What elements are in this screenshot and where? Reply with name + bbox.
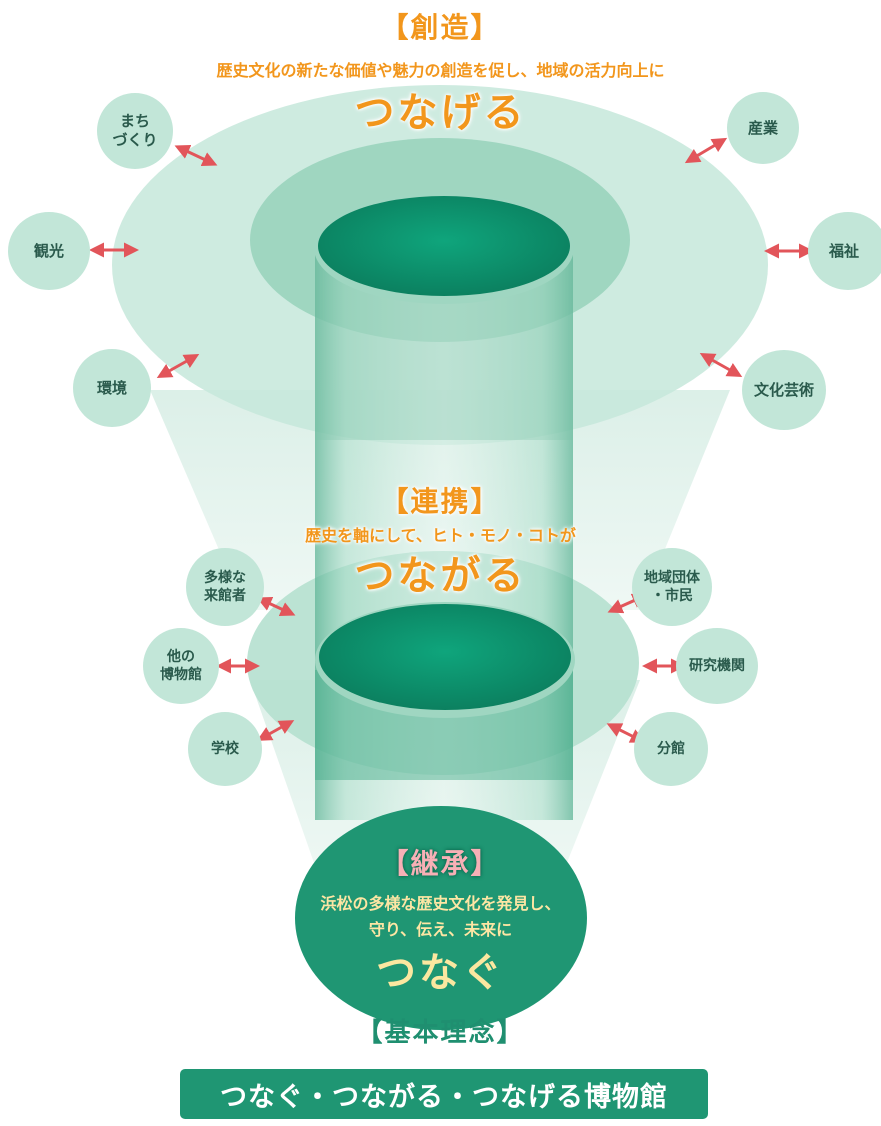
arrow-sangyo — [684, 137, 728, 164]
bottom-base — [295, 806, 587, 1030]
node-chiiki-dantai-label: 地域団体 ・市民 — [644, 570, 700, 604]
arrow-machizukuri — [174, 145, 218, 166]
arrow-gakko — [256, 720, 295, 741]
keishou-verb: つなぐ — [376, 950, 505, 996]
souzou-verb: つなげる — [354, 90, 527, 136]
node-bunkan-label: 分館 — [657, 741, 685, 757]
node-kankyo: 環境 — [73, 349, 151, 427]
top-cap — [318, 196, 570, 296]
keishou-title: 【継承】 — [380, 847, 501, 880]
node-raikansha-label: 多様な 来館者 — [204, 570, 246, 604]
node-kanko: 観光 — [8, 212, 90, 290]
node-hakubutsukan-label: 他の 博物館 — [160, 649, 202, 683]
node-sangyo: 産業 — [727, 92, 799, 164]
renkei-desc: 歴史を軸にして、ヒト・モノ・コトが — [305, 526, 576, 545]
footer-label: 【基本理念】 — [356, 1018, 525, 1048]
node-machizukuri-label: まち づくり — [112, 112, 158, 149]
node-bunka-geijutsu: 文化芸術 — [742, 350, 826, 430]
node-kenkyu-kikan: 研究機関 — [676, 628, 758, 704]
node-kanko-label: 観光 — [33, 241, 64, 260]
node-hakubutsukan: 他の 博物館 — [143, 628, 219, 704]
node-kenkyu-kikan-label: 研究機関 — [689, 658, 745, 674]
node-fukushi-label: 福祉 — [828, 241, 859, 260]
node-kankyo-label: 環境 — [96, 378, 127, 397]
middle-cap — [319, 604, 571, 710]
souzou-desc: 歴史文化の新たな価値や魅力の創造を促し、地域の活力向上に — [216, 61, 665, 80]
node-gakko: 学校 — [188, 712, 262, 786]
concept-banner: つなぐ・つながる・つなげる博物館 — [180, 1069, 708, 1119]
node-machizukuri: まち づくり — [97, 93, 173, 169]
arrow-bunka-geijutsu — [699, 353, 743, 377]
node-chiiki-dantai: 地域団体 ・市民 — [632, 548, 712, 626]
node-raikansha: 多様な 来館者 — [186, 548, 264, 626]
renkei-title: 【連携】 — [380, 485, 501, 518]
keishou-desc2: 守り、伝え、未来に — [368, 920, 513, 939]
node-fukushi: 福祉 — [808, 212, 881, 290]
node-gakko-label: 学校 — [211, 741, 239, 757]
arrow-raikansha — [256, 596, 296, 617]
renkei-verb: つながる — [354, 553, 527, 599]
arrow-kankyo — [156, 354, 200, 378]
keishou-desc1: 浜松の多様な歴史文化を発見し、 — [320, 894, 561, 913]
cylinder-body — [315, 248, 573, 820]
souzou-title: 【創造】 — [380, 11, 501, 44]
node-bunka-geijutsu-label: 文化芸術 — [753, 380, 814, 399]
node-sangyo-label: 産業 — [747, 118, 778, 137]
node-bunkan: 分館 — [634, 712, 708, 786]
